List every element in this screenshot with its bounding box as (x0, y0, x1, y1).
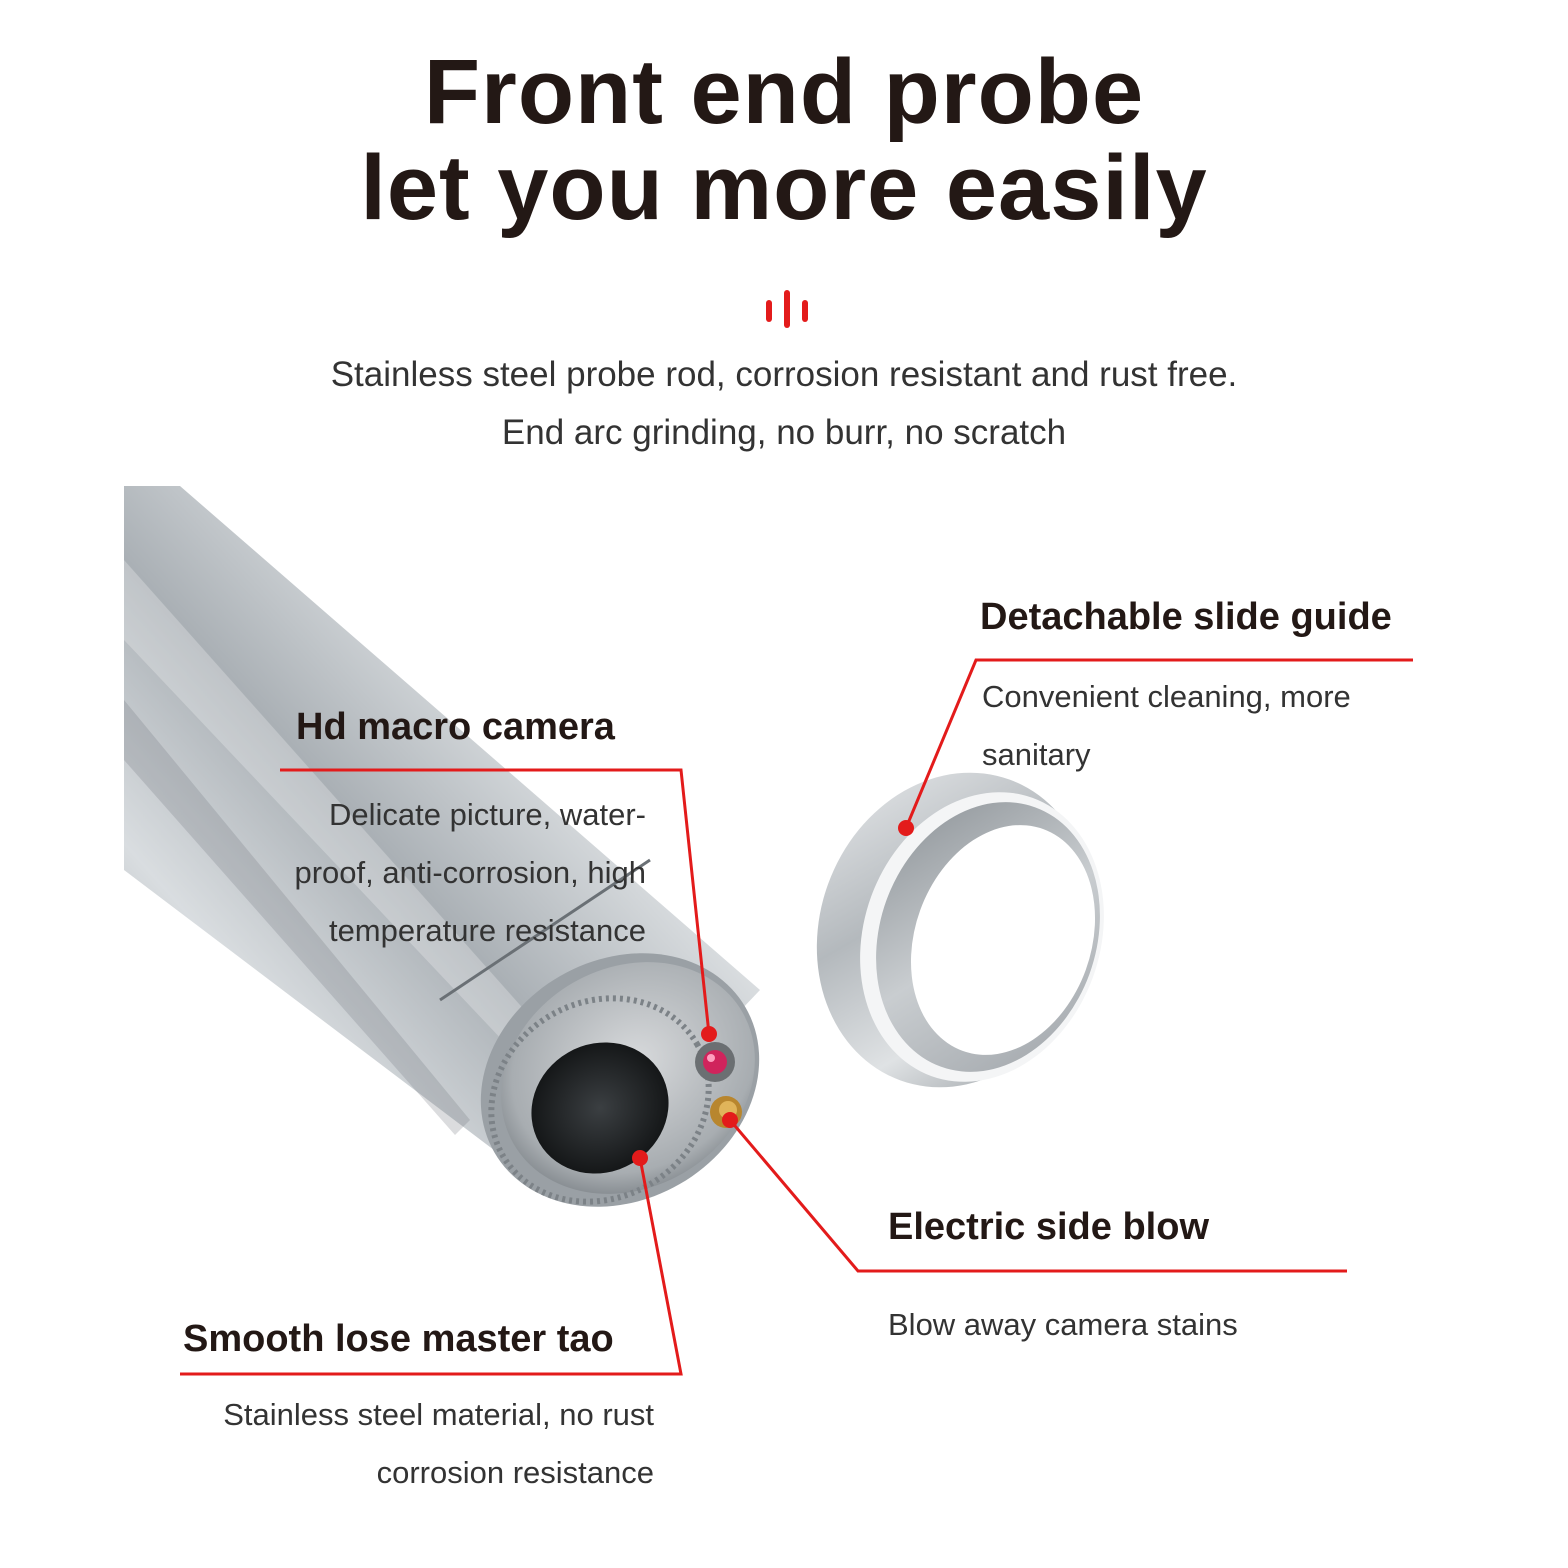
sound-bars-icon (764, 290, 810, 328)
page-title-line-1: Front end probe (423, 41, 1145, 143)
camera-desc-3: temperature resistance (328, 913, 646, 948)
detachable-ring (816, 772, 1104, 1088)
slide-guide-desc-2: sanitary (982, 737, 1091, 772)
callout-dots (632, 820, 914, 1166)
master-tao-desc-2: corrosion resistance (376, 1455, 654, 1490)
camera-desc-2: proof, anti-corrosion, high (294, 855, 646, 890)
slide-guide-desc-1: Convenient cleaning, more (982, 679, 1351, 714)
page-title-line-2: let you more easily (360, 137, 1208, 239)
master-tao-title: Smooth lose master tao (183, 1318, 614, 1360)
slide-guide-title: Detachable slide guide (980, 596, 1392, 638)
side-blow-desc-1: Blow away camera stains (888, 1307, 1238, 1342)
probe-end-face (480, 953, 760, 1207)
description-line-2: End arc grinding, no burr, no scratch (501, 413, 1067, 452)
description-line-1: Stainless steel probe rod, corrosion res… (330, 355, 1238, 394)
master-tao-desc-1: Stainless steel material, no rust (223, 1397, 654, 1432)
camera-title: Hd macro camera (296, 706, 615, 748)
callout-lines (180, 658, 1413, 1376)
side-blow-title: Electric side blow (888, 1206, 1209, 1248)
camera-desc-1: Delicate picture, water- (328, 797, 646, 832)
